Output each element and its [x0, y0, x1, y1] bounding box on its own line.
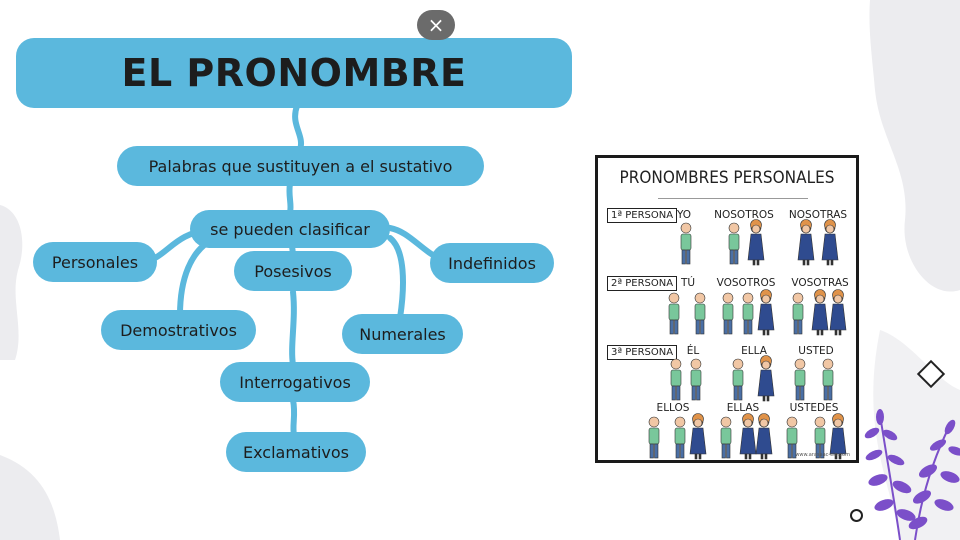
word-nosotros: NOSOTROS	[714, 209, 774, 221]
word-ella: ELLA	[741, 345, 767, 357]
word-ellos: ELLOS	[656, 402, 690, 414]
word-yo: YO	[676, 209, 692, 221]
lavender-decoration	[864, 409, 960, 540]
node-exclamativos: Exclamativos	[226, 432, 366, 472]
poster-title: PRONOMBRES PERSONALES	[619, 168, 835, 188]
pronouns-poster: PRONOMBRES PERSONALES 1ª PERSONA 2ª PERS…	[595, 155, 859, 463]
word-vosotros: VOSOTROS	[716, 277, 776, 289]
word-tu: TÚ	[680, 277, 696, 289]
poster-credit: www.arasaac-ele.com	[795, 452, 850, 458]
node-interrogativos: Interrogativos	[220, 362, 370, 402]
word-ellas: ELLAS	[726, 402, 760, 414]
word-usted: USTED	[798, 345, 834, 357]
node-demostrativos: Demostrativos	[101, 310, 256, 350]
node-numerales: Numerales	[342, 314, 463, 354]
circle-decoration	[850, 509, 863, 522]
row-label-third: 3ª PERSONA	[607, 345, 678, 360]
diagram-title: EL PRONOMBRE	[16, 38, 572, 108]
node-posesivos: Posesivos	[234, 251, 352, 291]
node-personales: Personales	[33, 242, 157, 282]
definition-node: Palabras que sustituyen a el sustativo	[117, 146, 484, 186]
node-indefinidos: Indefinidos	[430, 243, 554, 283]
word-vosotras: VOSOTRAS	[791, 277, 849, 289]
close-button[interactable]: ×	[417, 10, 455, 40]
row-label-second: 2ª PERSONA	[607, 276, 678, 291]
person-figures	[648, 219, 847, 460]
poster-title-underline	[658, 198, 808, 199]
close-icon: ×	[427, 13, 445, 37]
word-nosotras: NOSOTRAS	[788, 209, 848, 221]
classify-node: se pueden clasificar	[190, 210, 390, 248]
word-el: ÉL	[686, 345, 700, 357]
word-ustedes: USTEDES	[789, 402, 839, 414]
row-label-first: 1ª PERSONA	[607, 208, 678, 223]
